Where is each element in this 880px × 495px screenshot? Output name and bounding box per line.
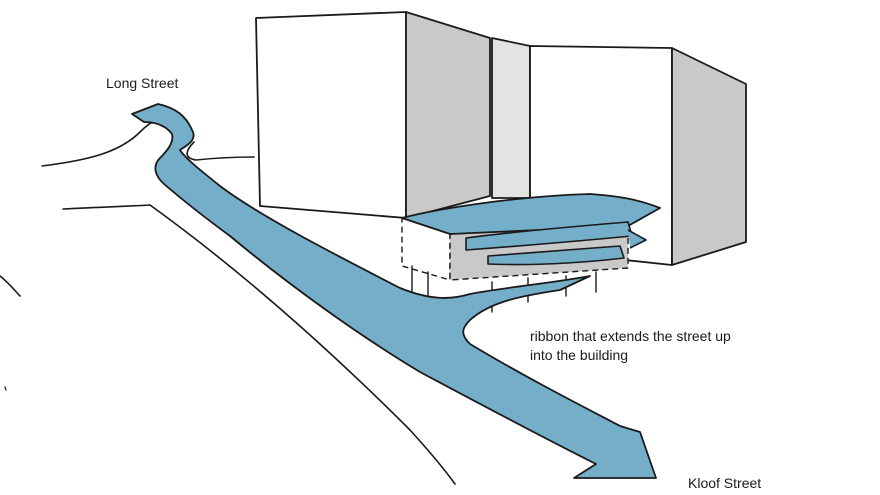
building-gap [491, 37, 531, 199]
building-block-left [255, 11, 531, 219]
ribbon-annotation-line-2: into the building [530, 347, 629, 363]
ribbon-inner-loop-lower [487, 245, 625, 266]
ribbon-box [401, 193, 661, 281]
long-street-edge-upper [41, 119, 163, 167]
street-edge-left [62, 204, 456, 485]
kloof-street-label: Kloof Street [688, 475, 762, 491]
sketch-marks [4, 386, 7, 391]
street-ribbon [131, 103, 657, 479]
street-edge-short [0, 275, 21, 297]
building-left-front [255, 11, 407, 219]
long-street-edge-lower [186, 141, 255, 161]
building-right-side [671, 47, 747, 266]
building-left-side [405, 11, 491, 219]
ribbon-annotation-line-1: ribbon that extends the street up [530, 328, 731, 344]
ribbon-main-path [131, 103, 657, 479]
ribbon-annotation: ribbon that extends the street up into t… [530, 327, 731, 365]
long-street-label: Long Street [106, 75, 179, 91]
ribbon-tip [627, 229, 647, 249]
